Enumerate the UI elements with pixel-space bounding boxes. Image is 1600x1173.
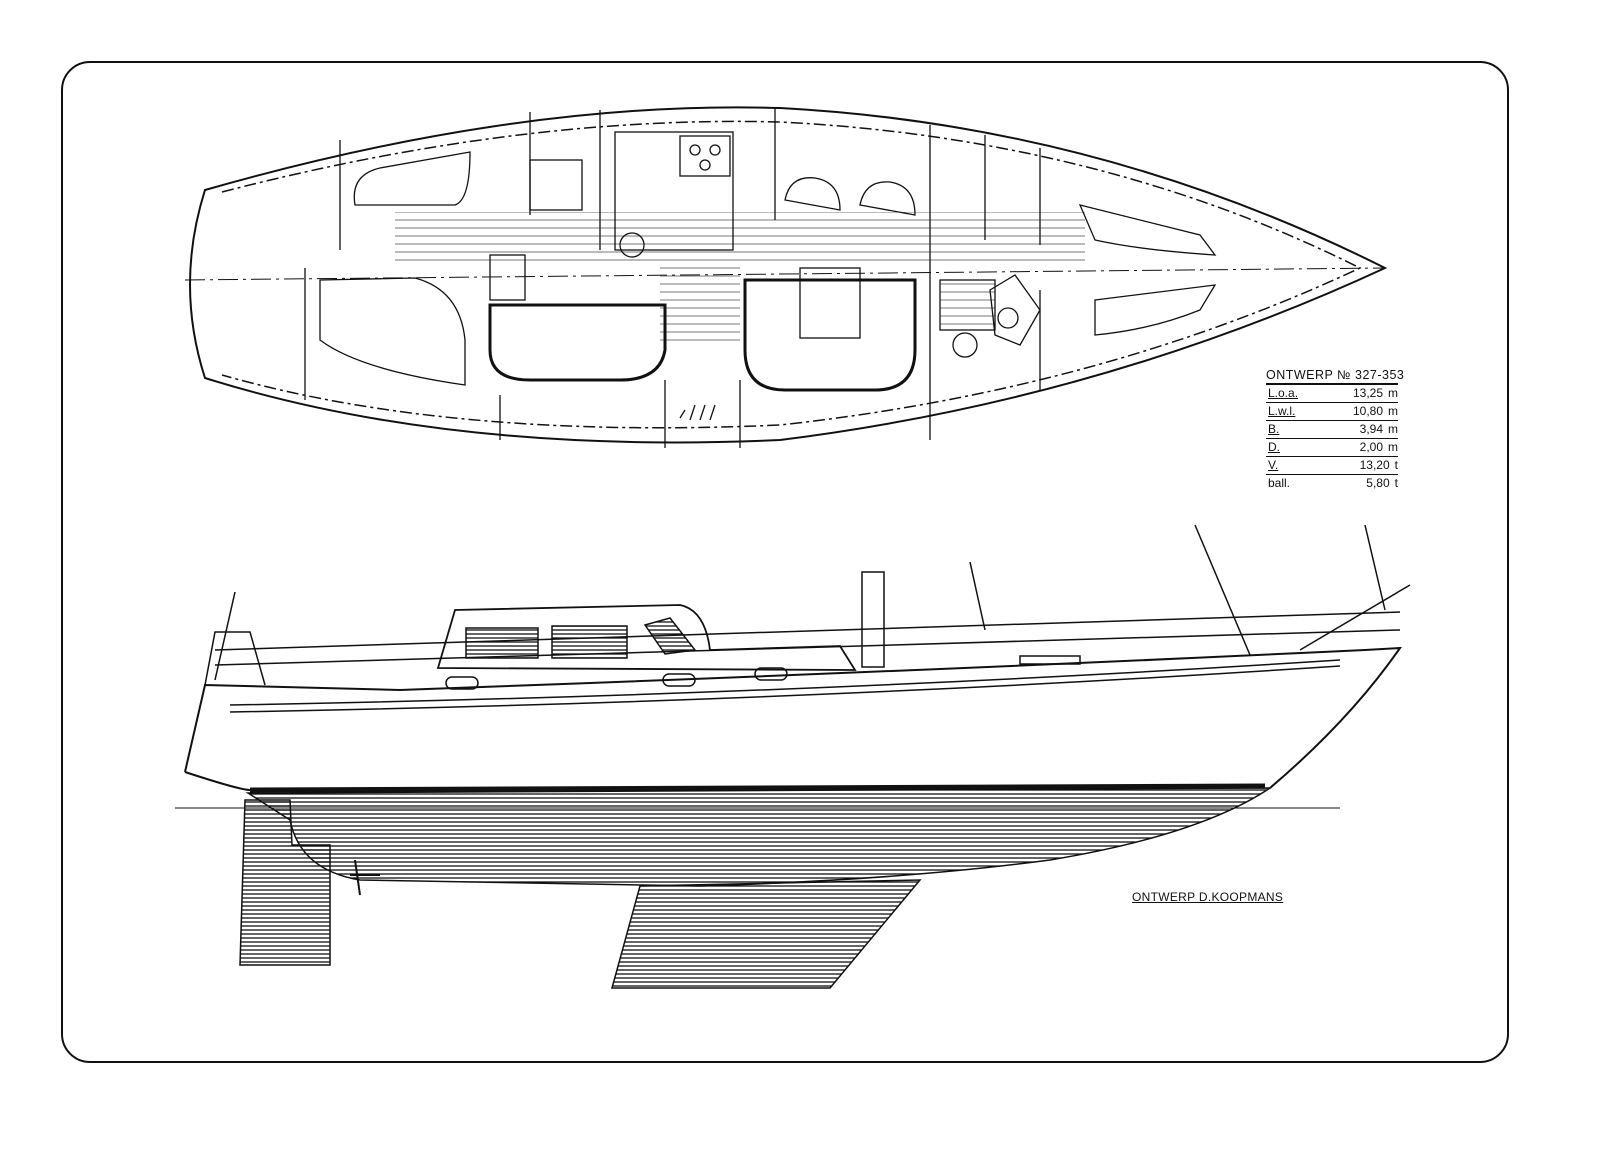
- spec-label: B.: [1268, 422, 1280, 436]
- spec-value: 5,80: [1366, 476, 1390, 490]
- spec-label: D.: [1268, 440, 1280, 454]
- spec-value: 13,25: [1352, 386, 1383, 400]
- drawing-frame: [61, 61, 1509, 1063]
- deckhouse: [436, 604, 857, 671]
- rudder: [239, 799, 331, 966]
- spec-row: ball. 5,80 t: [1266, 475, 1398, 492]
- spec-unit: m: [1388, 422, 1398, 436]
- spec-unit: m: [1388, 386, 1398, 400]
- hull-side: [184, 646, 1402, 791]
- spec-unit: m: [1388, 440, 1398, 454]
- spec-unit: m: [1388, 404, 1398, 418]
- plan-hull-outline: [189, 106, 1388, 444]
- design-number: ONTWERP № 327-353: [1266, 368, 1404, 385]
- spec-value: 3,94: [1359, 422, 1383, 436]
- profile-view: [175, 524, 1411, 989]
- spec-value: 10,80: [1352, 404, 1383, 418]
- underwater-hull: [245, 787, 1273, 887]
- spec-label: V.: [1268, 458, 1279, 472]
- spec-row: B. 3,94 m: [1266, 421, 1398, 439]
- spec-row: V. 13,20 t: [1266, 457, 1398, 475]
- spec-unit: t: [1394, 476, 1398, 490]
- designer-credit: ONTWERP D.KOOPMANS: [1132, 890, 1284, 904]
- spec-label: ball.: [1268, 476, 1291, 490]
- spec-label: L.o.a.: [1268, 386, 1299, 400]
- spec-value: 2,00: [1359, 440, 1383, 454]
- spec-row: L.w.l. 10,80 m: [1266, 403, 1398, 421]
- keel: [611, 879, 922, 989]
- plan-view: [184, 106, 1388, 448]
- spec-row: D. 2,00 m: [1266, 439, 1398, 457]
- spec-value: 13,20: [1359, 458, 1390, 472]
- specifications-table: ONTWERP № 327-353 L.o.a. 13,25 m L.w.l. 10,…: [1266, 368, 1404, 492]
- spec-label: L.w.l.: [1268, 404, 1296, 418]
- spec-unit: t: [1394, 458, 1398, 472]
- spec-row: L.o.a. 13,25 m: [1266, 385, 1398, 403]
